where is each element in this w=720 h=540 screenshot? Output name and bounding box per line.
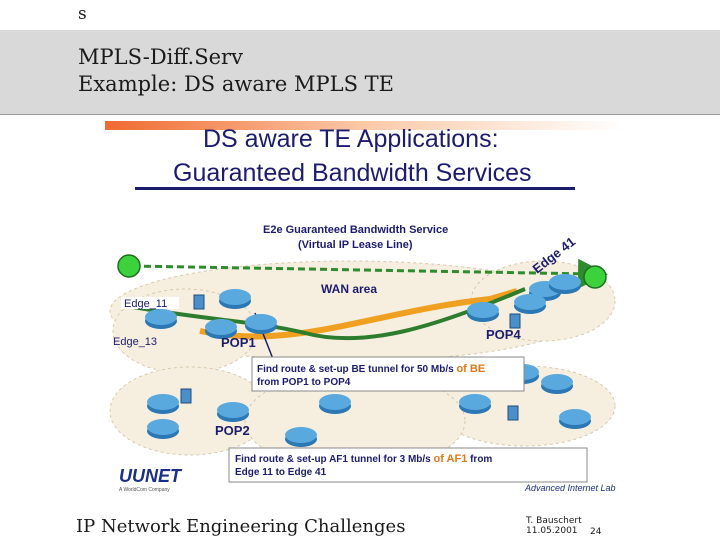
uunet-logo-subtext: A WorldCom Company [119, 487, 170, 493]
edge13-label: Edge_13 [113, 336, 157, 348]
service-label-line-2: (Virtual IP Lease Line) [298, 239, 413, 251]
af1-callout-line-2: Edge 11 to Edge 41 [235, 467, 327, 478]
uunet-logo-text: UUNET [119, 466, 183, 486]
network-figure: DS aware TE Applications: Guaranteed Ban… [105, 121, 625, 497]
slide-title: MPLS-Diff.Serv Example: DS aware MPLS TE [78, 44, 394, 98]
page-number: 24 [590, 527, 602, 537]
be-callout-line-2: from POP1 to POP4 [257, 377, 351, 388]
pop4-label: POP4 [486, 327, 521, 342]
wan-label: WAN area [321, 282, 377, 296]
af1-tunnel [132, 287, 526, 341]
endpoint-left [117, 254, 141, 278]
figure-accent-bar [105, 121, 625, 130]
service-label-line-1: E2e Guaranteed Bandwidth Service [263, 224, 448, 236]
be-callout-box [251, 356, 525, 392]
endpoint-right [583, 265, 607, 289]
be-callout-prefix: Find route & set-up BE tunnel for 50 Mb/… [257, 364, 456, 375]
footer-title: IP Network Engineering Challenges [76, 516, 406, 537]
af1-callout-line-1: Find route & set-up AF1 tunnel for 3 Mb/… [235, 453, 492, 465]
be-callout-line-1: Find route & set-up BE tunnel for 50 Mb/… [257, 363, 485, 375]
figure-heading-line-2: Guaranteed Bandwidth Services [173, 159, 532, 187]
af1-callout: Find route & set-up AF1 tunnel for 3 Mb/… [228, 447, 588, 483]
header-band [0, 30, 720, 114]
title-line-1: MPLS-Diff.Serv [78, 45, 243, 69]
uunet-logo: UUNET A WorldCom Company [119, 466, 183, 493]
footer-author: T. Bauschert [526, 516, 582, 526]
edge11-label: Edge_11 [124, 298, 167, 310]
be-callout-highlight: of BE [456, 363, 485, 375]
af1-callout-highlight: of AF1 [434, 453, 468, 465]
heading-underline [135, 187, 575, 190]
pop1-label: POP1 [221, 335, 256, 350]
be-tunnel [199, 288, 518, 340]
figure-heading-line-1: DS aware TE Applications: [203, 125, 499, 153]
header-rule [0, 114, 720, 115]
title-line-2: Example: DS aware MPLS TE [78, 72, 394, 96]
edge11-label-bg [121, 297, 179, 309]
ail-logo-text: Advanced Internet Lab [524, 483, 616, 493]
network-diagram: DS aware TE Applications: Guaranteed Ban… [105, 121, 625, 493]
af1-callout-suffix: from [467, 454, 492, 465]
router-icons [145, 274, 591, 447]
footer-date: 11.05.2001 [526, 526, 578, 536]
switch-icons [180, 294, 521, 421]
pop2-label: POP2 [215, 423, 250, 438]
af1-callout-box [228, 447, 588, 483]
section-letter: s [78, 4, 87, 24]
be-callout: Find route & set-up BE tunnel for 50 Mb/… [251, 356, 525, 392]
footer-author-block: T. Bauschert 11.05.2001 [526, 516, 582, 536]
af1-callout-prefix: Find route & set-up AF1 tunnel for 3 Mb/… [235, 454, 434, 465]
